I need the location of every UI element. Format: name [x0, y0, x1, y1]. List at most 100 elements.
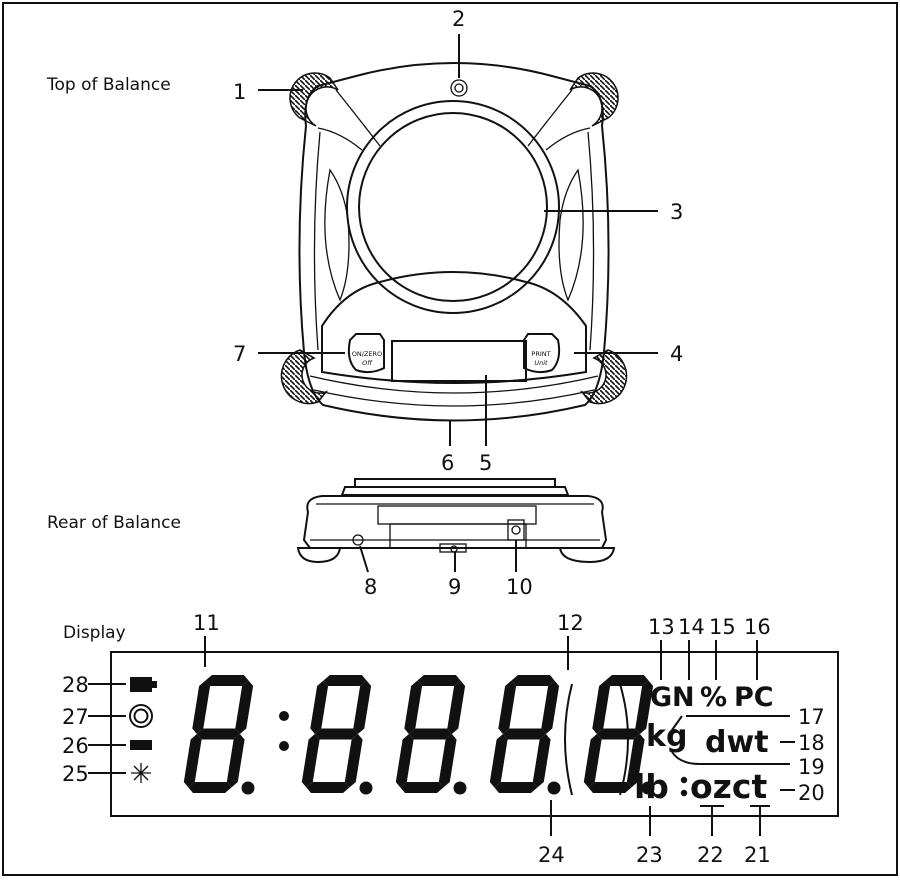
unit-indicators: G N % PC kg dwt lb ozct	[634, 682, 774, 806]
callout-2: 2	[452, 7, 465, 31]
segment-g	[596, 728, 640, 740]
callout-10: 10	[506, 575, 533, 599]
segment-g	[314, 728, 358, 740]
on-zero-off-button[interactable]: ON/ZERO Off	[347, 333, 385, 374]
callout-23: 23	[636, 843, 663, 867]
callout-20: 20	[798, 781, 825, 805]
digit-2	[301, 675, 373, 795]
front-panel-outline	[321, 271, 587, 384]
callout-24: 24	[538, 843, 565, 867]
segment-e	[489, 734, 508, 788]
callout-4: 4	[670, 342, 683, 366]
digit-4	[489, 675, 561, 795]
off-label: Off	[362, 359, 373, 367]
display-callouts: 11 12 13 14 15 16 17 18 19 20 21 22 23 2…	[62, 611, 825, 867]
callout-3: 3	[670, 200, 683, 224]
negative-icon	[130, 740, 152, 750]
segment-d	[188, 782, 232, 793]
segment-g	[502, 728, 546, 740]
display-window	[391, 340, 527, 382]
rear-callouts: 8 9 10	[359, 540, 533, 599]
asterisk-icon	[131, 763, 151, 783]
callout-8: 8	[364, 575, 377, 599]
segment-d	[400, 782, 444, 793]
segment-c	[438, 734, 457, 788]
balance-body-outline	[298, 62, 610, 422]
segment-c	[226, 734, 245, 788]
weighing-pan	[358, 112, 548, 302]
callout-15: 15	[709, 615, 736, 639]
callout-6: 6	[441, 451, 454, 475]
callout-28: 28	[62, 673, 89, 697]
callout-27: 27	[62, 705, 89, 729]
segment-f	[192, 680, 211, 734]
top-callouts: 1 2 3 4 5 6 7	[233, 7, 683, 475]
indicator-percent: %	[700, 682, 727, 713]
segment-d	[588, 782, 632, 793]
callout-22: 22	[697, 843, 724, 867]
segment-c	[626, 734, 645, 788]
callout-14: 14	[678, 615, 705, 639]
unit-label: Unit	[534, 359, 548, 367]
colon-separators	[279, 711, 289, 751]
segment-e	[395, 734, 414, 788]
callout-7: 7	[233, 342, 246, 366]
segment-b	[353, 680, 372, 734]
seven-segment-digits	[183, 675, 655, 795]
rear-body	[302, 495, 608, 549]
print-unit-button[interactable]: PRINT Unit	[523, 333, 561, 374]
segment-e	[183, 734, 202, 788]
segment-f	[498, 680, 517, 734]
on-zero-label: ON/ZERO	[352, 350, 382, 358]
segment-b	[635, 680, 654, 734]
callout-5: 5	[479, 451, 492, 475]
decimal-point	[641, 781, 655, 795]
left-bracket	[564, 683, 573, 796]
balance-rear-view	[296, 478, 616, 564]
knurled-foot-bottom-right	[579, 349, 628, 405]
print-label: PRINT	[531, 350, 550, 358]
digit-5	[583, 675, 655, 795]
segment-a	[417, 675, 461, 686]
callout-1: 1	[233, 80, 246, 104]
indicator-ozct: ozct	[690, 767, 767, 806]
level-bubble	[450, 79, 468, 97]
segment-a	[323, 675, 367, 686]
segment-a	[605, 675, 649, 686]
segment-g	[196, 728, 240, 740]
segment-e	[301, 734, 320, 788]
lcd-display-frame	[110, 651, 839, 817]
section-title-rear: Rear of Balance	[47, 513, 181, 533]
stable-icon	[129, 704, 153, 728]
knurled-foot-top-left	[289, 72, 339, 127]
segment-b	[235, 680, 254, 734]
power-jack	[507, 519, 525, 541]
section-title-display: Display	[63, 623, 126, 643]
segment-b	[447, 680, 466, 734]
callout-25: 25	[62, 762, 89, 786]
segment-f	[310, 680, 329, 734]
indicator-dwt: dwt	[705, 725, 769, 760]
callout-12: 12	[557, 611, 584, 635]
segment-b	[541, 680, 560, 734]
balance-top-view: ON/ZERO Off PRINT Unit	[280, 62, 628, 422]
callout-16: 16	[744, 615, 771, 639]
indicator-pc: PC	[734, 682, 774, 713]
indicator-lb: lb	[634, 767, 669, 806]
callout-17: 17	[798, 705, 825, 729]
decimal-point	[359, 781, 373, 795]
section-title-top: Top of Balance	[46, 75, 171, 95]
segment-a	[511, 675, 555, 686]
segment-c	[344, 734, 363, 788]
indicator-g: G	[650, 682, 672, 713]
status-icons	[129, 677, 157, 783]
callout-26: 26	[62, 734, 89, 758]
callout-21: 21	[744, 843, 771, 867]
decimal-point	[547, 781, 561, 795]
segment-f	[404, 680, 423, 734]
callout-13: 13	[648, 615, 675, 639]
callout-18: 18	[798, 731, 825, 755]
segment-d	[494, 782, 538, 793]
decimal-point	[241, 781, 255, 795]
weighing-pan-ring	[346, 100, 560, 314]
